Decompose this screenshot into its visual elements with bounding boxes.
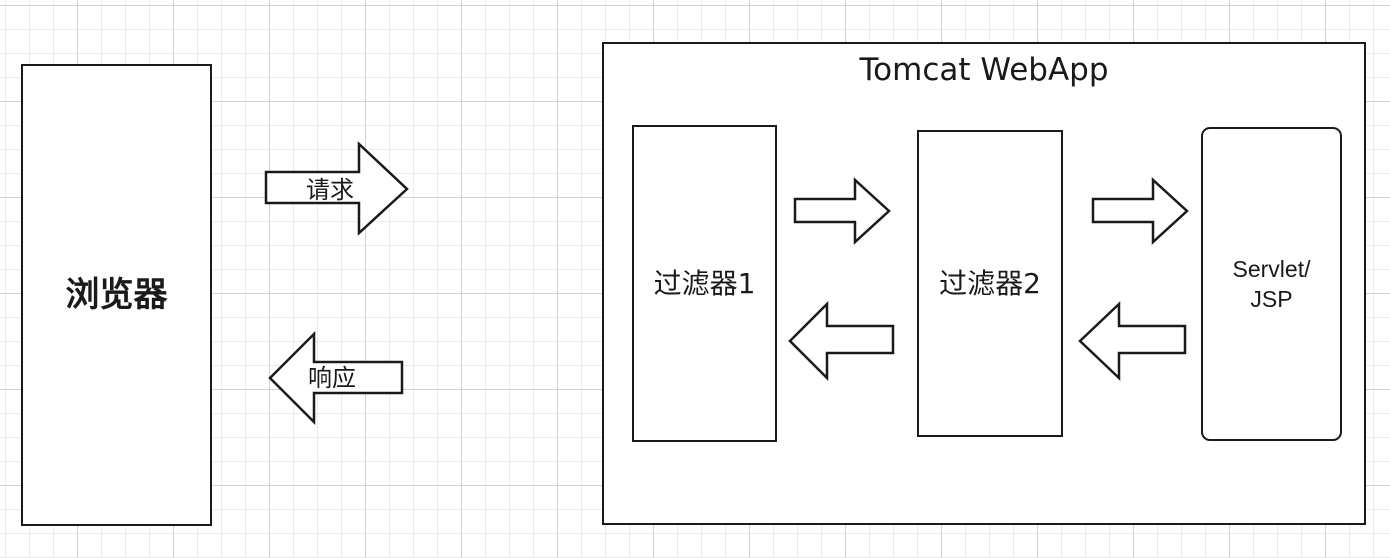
browser-node: 浏览器	[21, 64, 212, 526]
filter1-label: 过滤器1	[653, 267, 756, 300]
filter1-node: 过滤器1	[632, 125, 777, 442]
response-arrow	[268, 330, 404, 426]
browser-label: 浏览器	[65, 274, 168, 315]
filter2-label: 过滤器2	[939, 267, 1041, 300]
webapp-title: Tomcat WebApp	[859, 52, 1109, 88]
arrow-servlet-to-filter2	[1078, 301, 1187, 381]
arrow-filter1-to-filter2	[793, 177, 891, 245]
request-arrow	[264, 141, 409, 236]
response-arrow-label: 响应	[308, 364, 356, 392]
servlet-jsp-label: Servlet/ JSP	[1232, 256, 1311, 312]
filter2-node: 过滤器2	[917, 130, 1063, 437]
request-arrow-label: 请求	[306, 176, 354, 204]
arrow-filter2-to-servlet	[1091, 177, 1189, 245]
arrow-filter2-to-filter1	[788, 300, 895, 382]
servlet-jsp-node: Servlet/ JSP	[1201, 127, 1342, 441]
